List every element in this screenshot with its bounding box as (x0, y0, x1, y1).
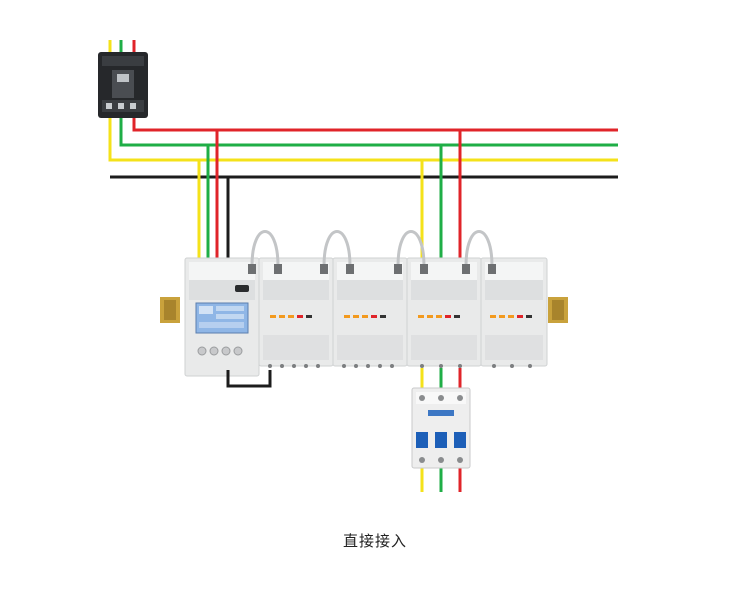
wiring-diagram (98, 40, 618, 492)
meter-buttons (197, 346, 243, 356)
din-rail (160, 297, 568, 323)
expansion-module-4 (480, 257, 548, 367)
meter-main-module (184, 257, 260, 377)
indicator-leds (270, 315, 312, 318)
branch-breaker (411, 387, 471, 469)
meter-drop-wires (197, 130, 462, 258)
bus-yellow-line (108, 40, 618, 162)
indicator-leds (490, 315, 532, 318)
diagram-caption: 直接接入 (342, 532, 407, 550)
indicator-leds (418, 315, 460, 318)
jumper-plugs (248, 264, 496, 274)
bus-lines (108, 40, 618, 179)
indicator-leds (344, 315, 386, 318)
bus-red-line (132, 40, 618, 132)
expansion-module-3 (406, 257, 482, 367)
breaker-handles (416, 432, 466, 448)
main-breaker (98, 52, 148, 118)
expansion-module-2 (332, 257, 408, 367)
bottom-neutral-loop (226, 370, 272, 388)
bottom-terminals (268, 364, 532, 368)
jumper-loops (250, 230, 494, 267)
expansion-module-1 (258, 257, 334, 367)
